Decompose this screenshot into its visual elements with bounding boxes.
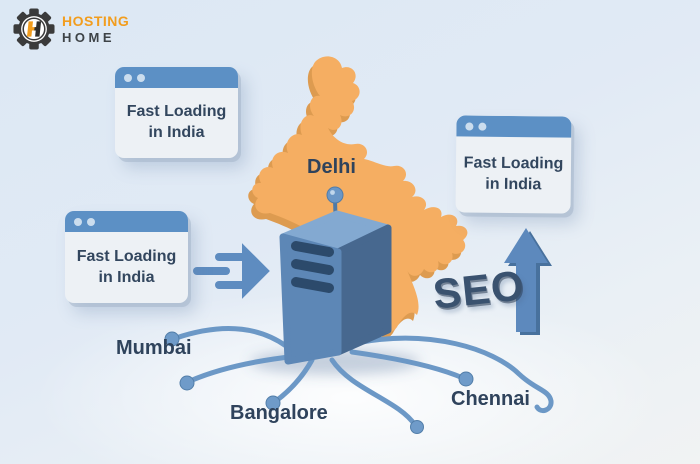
browser-titlebar	[456, 115, 572, 138]
window-text-line: in India	[98, 268, 155, 286]
browser-dot-icon	[74, 217, 82, 226]
brand-name: HOSTING HOME	[62, 14, 129, 44]
brand-logo: HOSTING HOME	[13, 8, 129, 50]
browser-window-middle-left: Fast Loading in India	[65, 211, 188, 303]
browser-window-right: Fast Loading in India	[455, 115, 572, 214]
browser-dot-icon	[124, 73, 132, 82]
browser-titlebar	[115, 67, 238, 88]
city-label-mumbai: Mumbai	[116, 337, 192, 359]
browser-window-text: Fast Loading in India	[455, 136, 571, 213]
browser-dot-icon	[465, 121, 474, 131]
server-icon	[279, 210, 392, 365]
browser-dot-icon	[137, 73, 145, 82]
window-text-line: Fast Loading	[126, 103, 227, 121]
city-label-delhi: Delhi	[307, 156, 356, 178]
browser-dot-icon	[87, 217, 95, 226]
browser-window-top-left: Fast Loading in India	[115, 67, 238, 158]
seo-label: SEO	[430, 261, 527, 318]
city-label-bangalore: Bangalore	[230, 402, 328, 424]
brand-name-line2: HOME	[62, 30, 115, 45]
gear-h-icon	[13, 8, 55, 50]
window-text-line: in India	[148, 124, 205, 141]
network-node-icons	[164, 331, 474, 434]
india-map	[248, 56, 468, 338]
window-text-line: in India	[485, 175, 542, 194]
city-label-chennai: Chennai	[451, 388, 530, 410]
browser-dot-icon	[478, 122, 487, 131]
window-text-line: Fast Loading	[463, 154, 564, 173]
window-text-line: Fast Loading	[76, 247, 177, 265]
browser-titlebar	[65, 211, 188, 232]
brand-name-line1: HOSTING	[62, 13, 130, 29]
fast-forward-icon	[193, 243, 270, 299]
seo-up-arrow-icon	[504, 228, 552, 335]
browser-window-text: Fast Loading in India	[115, 88, 238, 158]
browser-window-text: Fast Loading in India	[65, 232, 188, 303]
